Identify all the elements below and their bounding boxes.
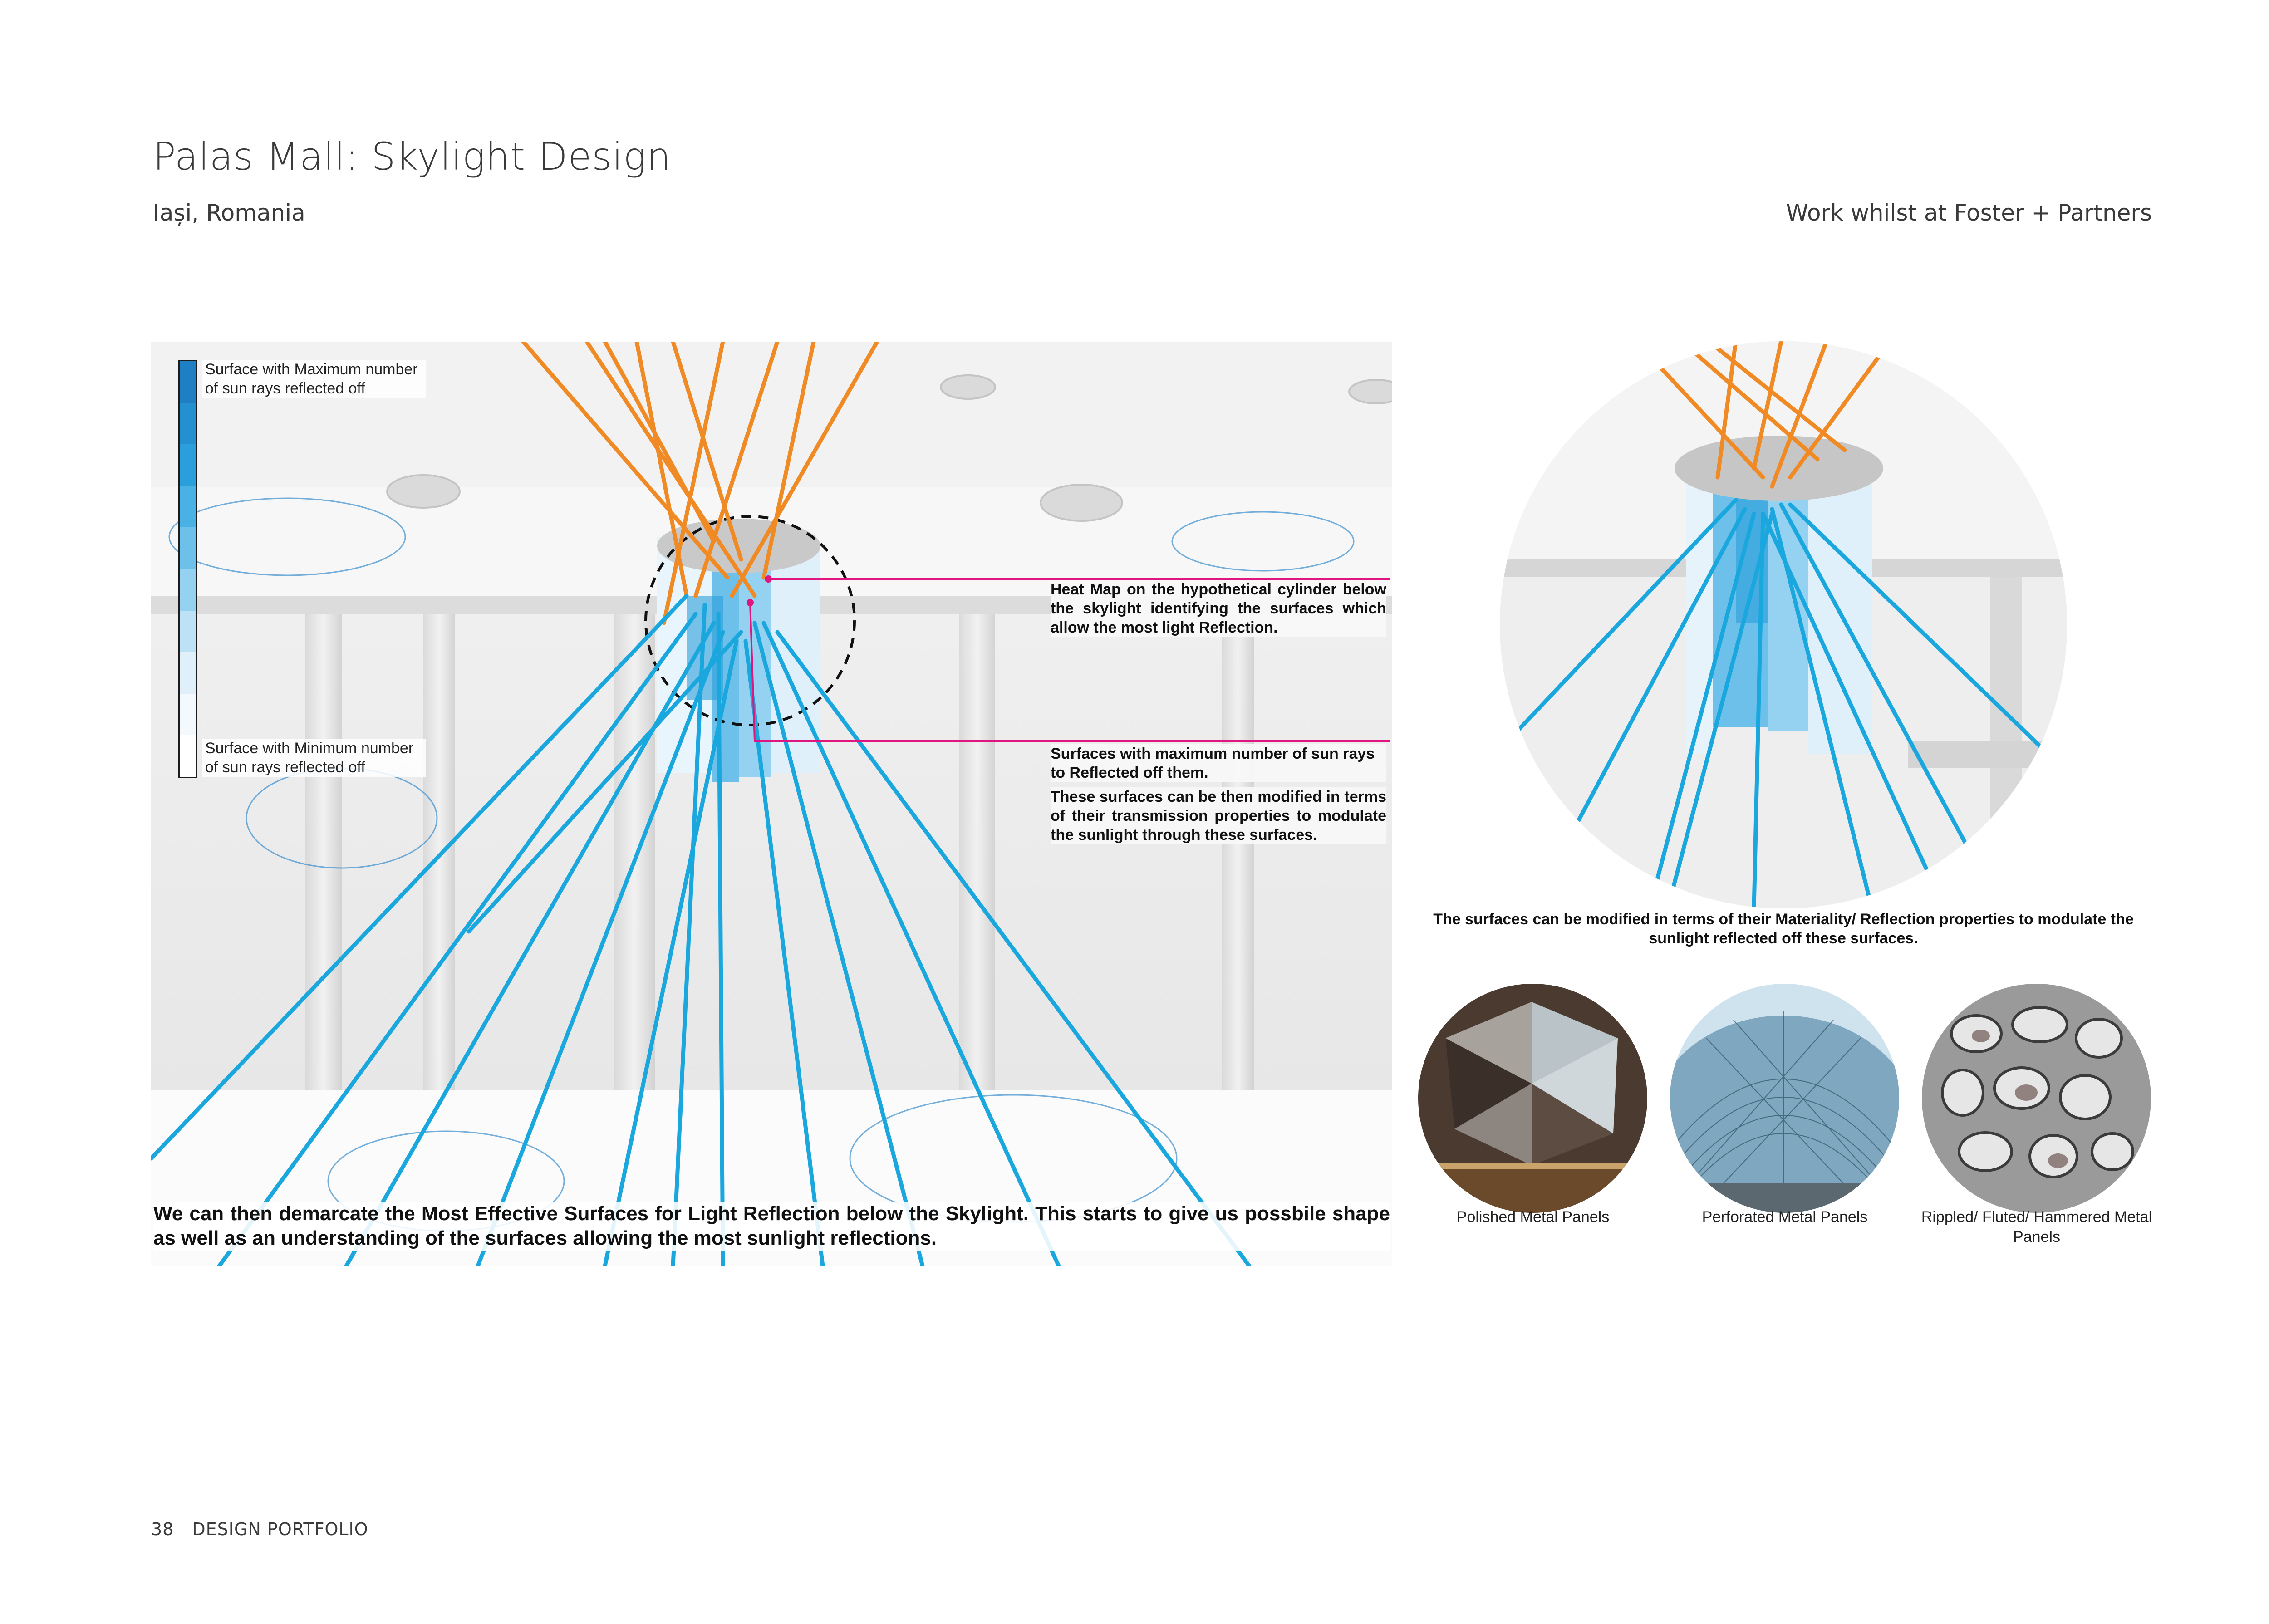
material-label-rippled: Rippled/ Fluted/ Hammered Metal Panels [1921, 1208, 2152, 1246]
legend-swatch [180, 735, 196, 777]
page-footer: 38 DESIGN PORTFOLIO [151, 1519, 368, 1539]
legend-swatch [180, 527, 196, 569]
rippled-metal-panels-image [1922, 984, 2151, 1213]
material-label-perforated: Perforated Metal Panels [1702, 1208, 1868, 1226]
heatmap-legend-bar [178, 360, 197, 778]
legend-swatch [180, 361, 196, 403]
polished-metal-illustration [1418, 984, 1647, 1213]
detail-circle-image [1500, 341, 2067, 908]
polished-metal-panels-image [1418, 984, 1647, 1213]
legend-swatch [180, 444, 196, 486]
surfaces-callout-body: These surfaces can be then modified in t… [1051, 787, 1386, 844]
detail-caption: The surfaces can be modified in terms of… [1433, 911, 2134, 947]
legend-swatch [180, 652, 196, 694]
legend-swatch [180, 486, 196, 528]
portfolio-label: DESIGN PORTFOLIO [192, 1519, 368, 1539]
legend-swatch [180, 569, 196, 611]
legend-swatch [180, 402, 196, 445]
material-label-polished: Polished Metal Panels [1456, 1208, 1610, 1226]
page-title: Palas Mall: Skylight Design [153, 134, 672, 179]
legend-max-label: Surface with Maximum number of sun rays … [202, 360, 426, 398]
project-location: Iași, Romania [153, 200, 305, 226]
legend-swatch [180, 610, 196, 653]
rippled-metal-illustration [1922, 984, 2151, 1213]
legend-min-label: Surface with Minimum number of sun rays … [202, 739, 426, 777]
surfaces-callout-title: Surfaces with maximum number of sun rays… [1051, 744, 1386, 782]
page-number: 38 [151, 1519, 174, 1539]
legend-swatch [180, 693, 196, 736]
work-credit: Work whilst at Foster + Partners [1786, 200, 2152, 226]
detail-illustration [1500, 341, 2067, 908]
main-render-caption: We can then demarcate the Most Effective… [153, 1202, 1390, 1251]
perforated-metal-illustration [1670, 984, 1899, 1213]
perforated-metal-panels-image [1670, 984, 1899, 1213]
heatmap-callout: Heat Map on the hypothetical cylinder be… [1051, 580, 1386, 637]
